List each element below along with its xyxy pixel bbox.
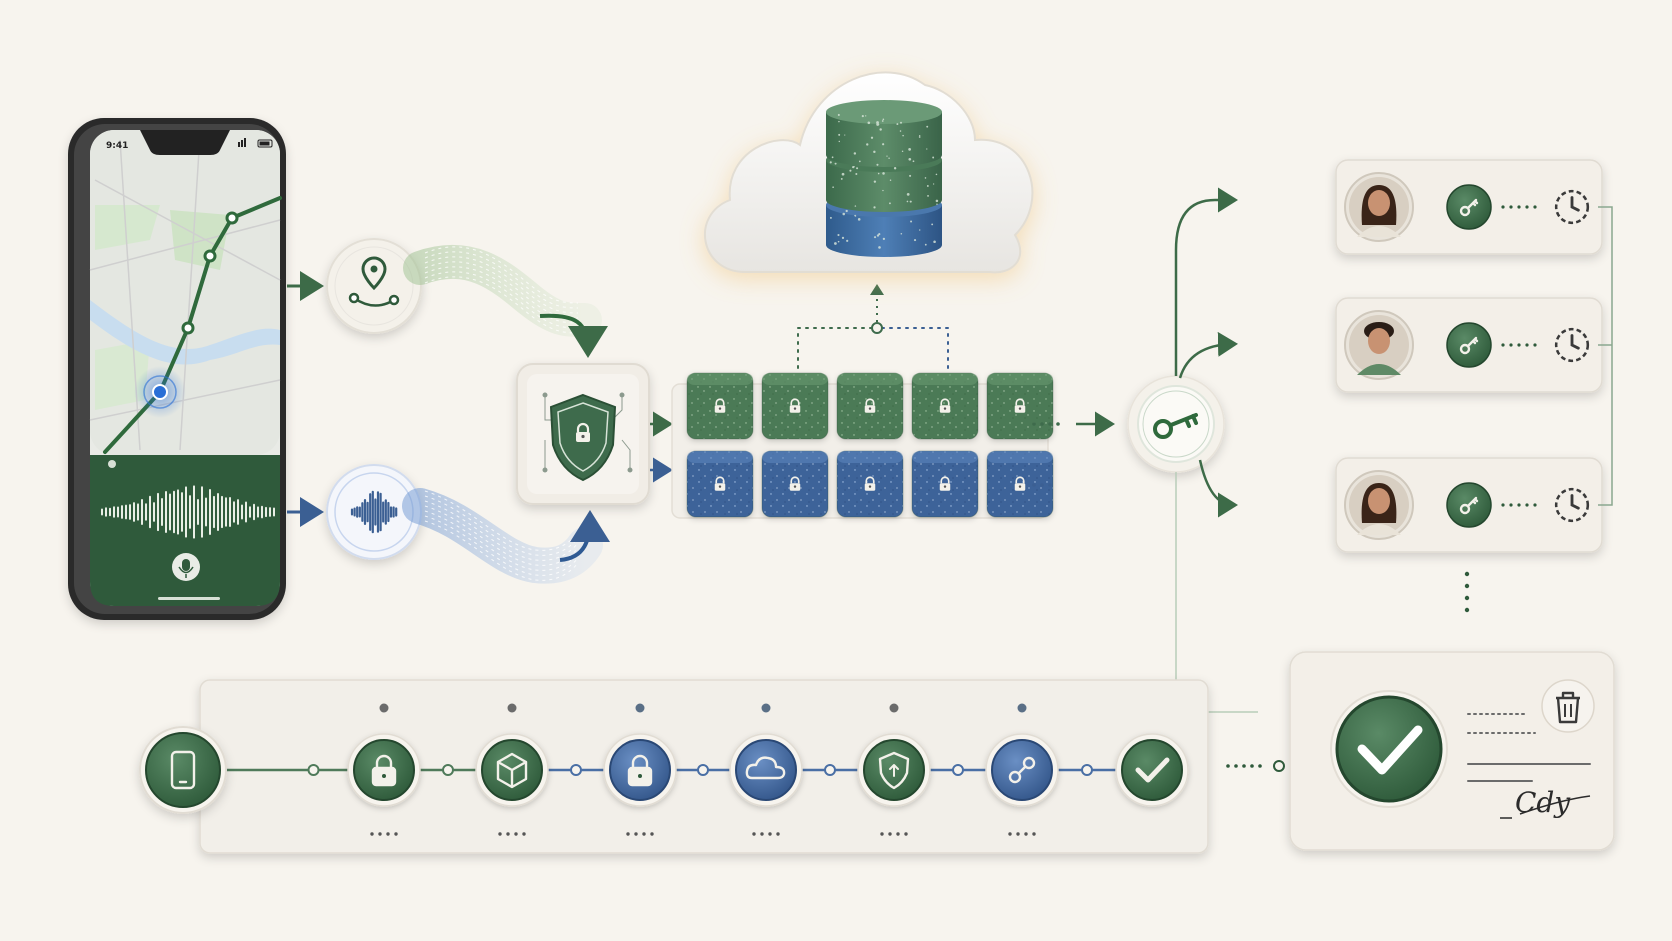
timeline-step[interactable]	[857, 733, 931, 807]
check-icon	[1135, 757, 1170, 783]
timeline-step[interactable]	[729, 733, 803, 807]
blue-encrypted-block	[836, 450, 904, 518]
step-marker	[889, 703, 899, 713]
green-encrypted-block	[836, 372, 904, 440]
lock-icon	[627, 754, 653, 787]
avatar	[1344, 310, 1414, 380]
recipient-card[interactable]	[1335, 159, 1603, 255]
status-time: 9:41	[106, 141, 128, 151]
link-icon	[1008, 756, 1036, 784]
step-marker	[1017, 703, 1027, 713]
step-detail-dots	[498, 832, 526, 836]
phone-icon	[170, 750, 196, 790]
expiry-connector	[1501, 343, 1537, 347]
avatar	[1344, 470, 1414, 540]
step-detail-dots	[752, 832, 780, 836]
timeline-step[interactable]	[475, 733, 549, 807]
step-detail-dots	[880, 832, 908, 836]
database-icon	[826, 100, 942, 257]
step-detail-dots	[370, 832, 398, 836]
blue-encrypted-block	[686, 450, 754, 518]
cloud-icon	[745, 756, 786, 780]
step-marker	[761, 703, 771, 713]
green-encrypted-block	[686, 372, 754, 440]
timeline-step[interactable]	[1115, 733, 1189, 807]
timeline-to-card-dots	[1226, 760, 1285, 772]
signature-underline	[1500, 795, 1591, 819]
continuation-dots	[1032, 422, 1060, 487]
recipient-card[interactable]	[1335, 457, 1603, 553]
avatar	[1344, 172, 1414, 242]
location-data-stream	[403, 244, 608, 358]
key-icon	[1153, 413, 1198, 439]
expiry-connector	[1501, 503, 1537, 507]
confirmed-check-badge	[1330, 690, 1448, 808]
map-view[interactable]	[89, 130, 282, 455]
microphone-button[interactable]	[172, 553, 200, 581]
recording-indicator	[108, 460, 116, 468]
blue-encrypted-block	[911, 450, 979, 518]
lock-icon	[371, 754, 397, 787]
step-marker	[635, 703, 645, 713]
trash-icon[interactable]	[1541, 679, 1595, 733]
status-icons	[238, 138, 273, 148]
green-encrypted-block	[986, 372, 1054, 440]
timeline-step[interactable]	[603, 733, 677, 807]
signature: Cdy	[1515, 786, 1571, 819]
check-icon	[1357, 725, 1423, 775]
timeline-step[interactable]	[985, 733, 1059, 807]
green-encrypted-block	[761, 372, 829, 440]
shield-lock-icon	[549, 393, 617, 482]
voice-recorder-panel	[90, 455, 280, 606]
document-lines	[1467, 713, 1591, 782]
expiry-connector	[1501, 205, 1537, 209]
step-detail-dots	[1008, 832, 1036, 836]
smartphone: 9:41	[68, 118, 286, 620]
shield-icon	[878, 751, 910, 790]
audio-data-stream	[402, 488, 610, 584]
key-icon[interactable]	[1446, 482, 1492, 528]
step-marker	[507, 703, 517, 713]
step-detail-dots	[626, 832, 654, 836]
green-encrypted-block	[911, 372, 979, 440]
recipient-card[interactable]	[1335, 297, 1603, 393]
blue-encrypted-block	[761, 450, 829, 518]
waveform-icon	[350, 490, 398, 534]
key-icon[interactable]	[1446, 322, 1492, 368]
recipients-bracket	[1598, 206, 1613, 506]
map-pin-route-icon	[348, 256, 400, 307]
timeline-step[interactable]	[347, 733, 421, 807]
more-recipients-dots	[1464, 571, 1470, 613]
key-icon[interactable]	[1446, 184, 1492, 230]
timeline-step[interactable]	[139, 726, 227, 814]
waveform	[101, 485, 275, 539]
blue-encrypted-block	[986, 450, 1054, 518]
cube-icon	[496, 752, 528, 789]
upload-connector	[797, 284, 949, 369]
step-marker	[379, 703, 389, 713]
